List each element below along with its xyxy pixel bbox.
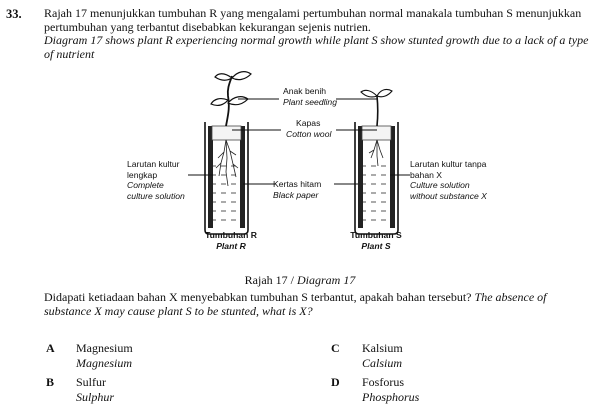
label-plant-s-ms: Tumbuhan S [350, 230, 402, 240]
label-plant-s: Tumbuhan S Plant S [331, 230, 421, 251]
label-complete-solution: Larutan kultur lengkap Complete culture … [127, 159, 185, 201]
leaf-s-1 [360, 89, 378, 98]
solution-s [363, 162, 390, 228]
label-plant-r: Tumbuhan R Plant R [186, 230, 276, 251]
label-nox-ms-2: bahan X [410, 169, 443, 180]
stem-s [376, 95, 379, 127]
option-d-letter[interactable]: D [331, 375, 340, 389]
label-seedling-en: Plant seedling [283, 96, 337, 107]
label-cotton: Kapas Cotton wool [286, 118, 331, 139]
option-a-ms: Magnesium [76, 341, 133, 355]
label-seedling: Anak benih Plant seedling [283, 86, 337, 107]
black-paper-r-left [208, 126, 213, 228]
leaf-s-2 [376, 88, 393, 98]
option-d[interactable]: Fosforus Phosphorus [362, 375, 419, 404]
option-d-en: Phosphorus [362, 389, 420, 404]
label-seedling-ms: Anak benih [283, 86, 327, 96]
question-stem: Rajah 17 menunjukkan tumbuhan R yang men… [44, 6, 589, 61]
leaf-r-4 [227, 96, 249, 106]
prompt-english: The absence of substance X may cause pla… [44, 290, 547, 318]
label-complete-ms-2: lengkap [127, 169, 158, 180]
label-solution-without-x: Larutan kultur tanpa bahan X Culture sol… [410, 159, 487, 201]
option-c-en: Calsium [362, 355, 403, 370]
black-paper-s-right [390, 126, 395, 228]
option-b-letter[interactable]: B [46, 375, 55, 389]
option-c-ms: Kalsium [362, 341, 403, 355]
leaf-r-2 [231, 71, 252, 81]
option-b-ms: Sulfur [76, 375, 106, 389]
label-plant-r-en: Plant R [216, 240, 246, 251]
roots-r [215, 139, 239, 187]
solution-r [213, 162, 240, 228]
stem-english: Diagram 17 shows plant R experiencing no… [44, 33, 589, 61]
option-b[interactable]: Sulfur Sulphur [76, 375, 114, 404]
label-nox-ms-1: Larutan kultur tanpa [410, 159, 487, 169]
label-complete-en-2: culture solution [127, 190, 185, 201]
plant-s-setup [354, 88, 399, 235]
pointer-lines [188, 98, 410, 185]
question-prompt: Didapati ketiadaan bahan X menyebabkan t… [44, 290, 592, 318]
question-number: 33. [6, 7, 22, 21]
option-c-letter[interactable]: C [331, 341, 340, 355]
option-a[interactable]: Magnesium Magnesium [76, 341, 133, 370]
label-cotton-ms: Kapas [296, 118, 321, 128]
label-plant-r-ms: Tumbuhan R [205, 230, 257, 240]
label-complete-en-1: Complete [127, 180, 164, 190]
prompt-malay: Didapati ketiadaan bahan X menyebabkan t… [44, 290, 472, 304]
diagram-caption: Rajah 17 / Diagram 17 [0, 273, 600, 288]
roots-s [368, 139, 384, 167]
stem-r [225, 75, 233, 127]
label-nox-en-1: Culture solution [410, 180, 470, 190]
test-tube-s [354, 122, 399, 235]
cotton-wool-r [211, 125, 242, 141]
leaf-r-1 [214, 73, 234, 81]
label-paper-ms: Kertas hitam [273, 179, 322, 189]
cotton-wool-s [361, 125, 392, 141]
option-d-ms: Fosforus [362, 375, 405, 389]
plant-r-setup [204, 71, 252, 235]
test-tube-r [204, 122, 249, 235]
label-cotton-en: Cotton wool [286, 128, 332, 139]
option-b-en: Sulphur [76, 389, 115, 404]
option-c[interactable]: Kalsium Calsium [362, 341, 403, 370]
black-paper-s-left [358, 126, 363, 228]
leaf-r-3 [210, 98, 229, 106]
label-nox-en-2: without substance X [410, 190, 487, 201]
caption-malay: Rajah 17 / [244, 273, 294, 287]
label-complete-ms-1: Larutan kultur [127, 159, 180, 169]
option-a-letter[interactable]: A [46, 341, 55, 355]
stem-malay: Rajah 17 menunjukkan tumbuhan R yang men… [44, 6, 582, 34]
label-paper-en: Black paper [273, 189, 319, 200]
option-a-en: Magnesium [76, 355, 132, 370]
black-paper-r-right [240, 126, 245, 228]
caption-english: Diagram 17 [296, 273, 356, 287]
label-black-paper: Kertas hitam Black paper [273, 179, 321, 200]
label-plant-s-en: Plant S [361, 240, 391, 251]
